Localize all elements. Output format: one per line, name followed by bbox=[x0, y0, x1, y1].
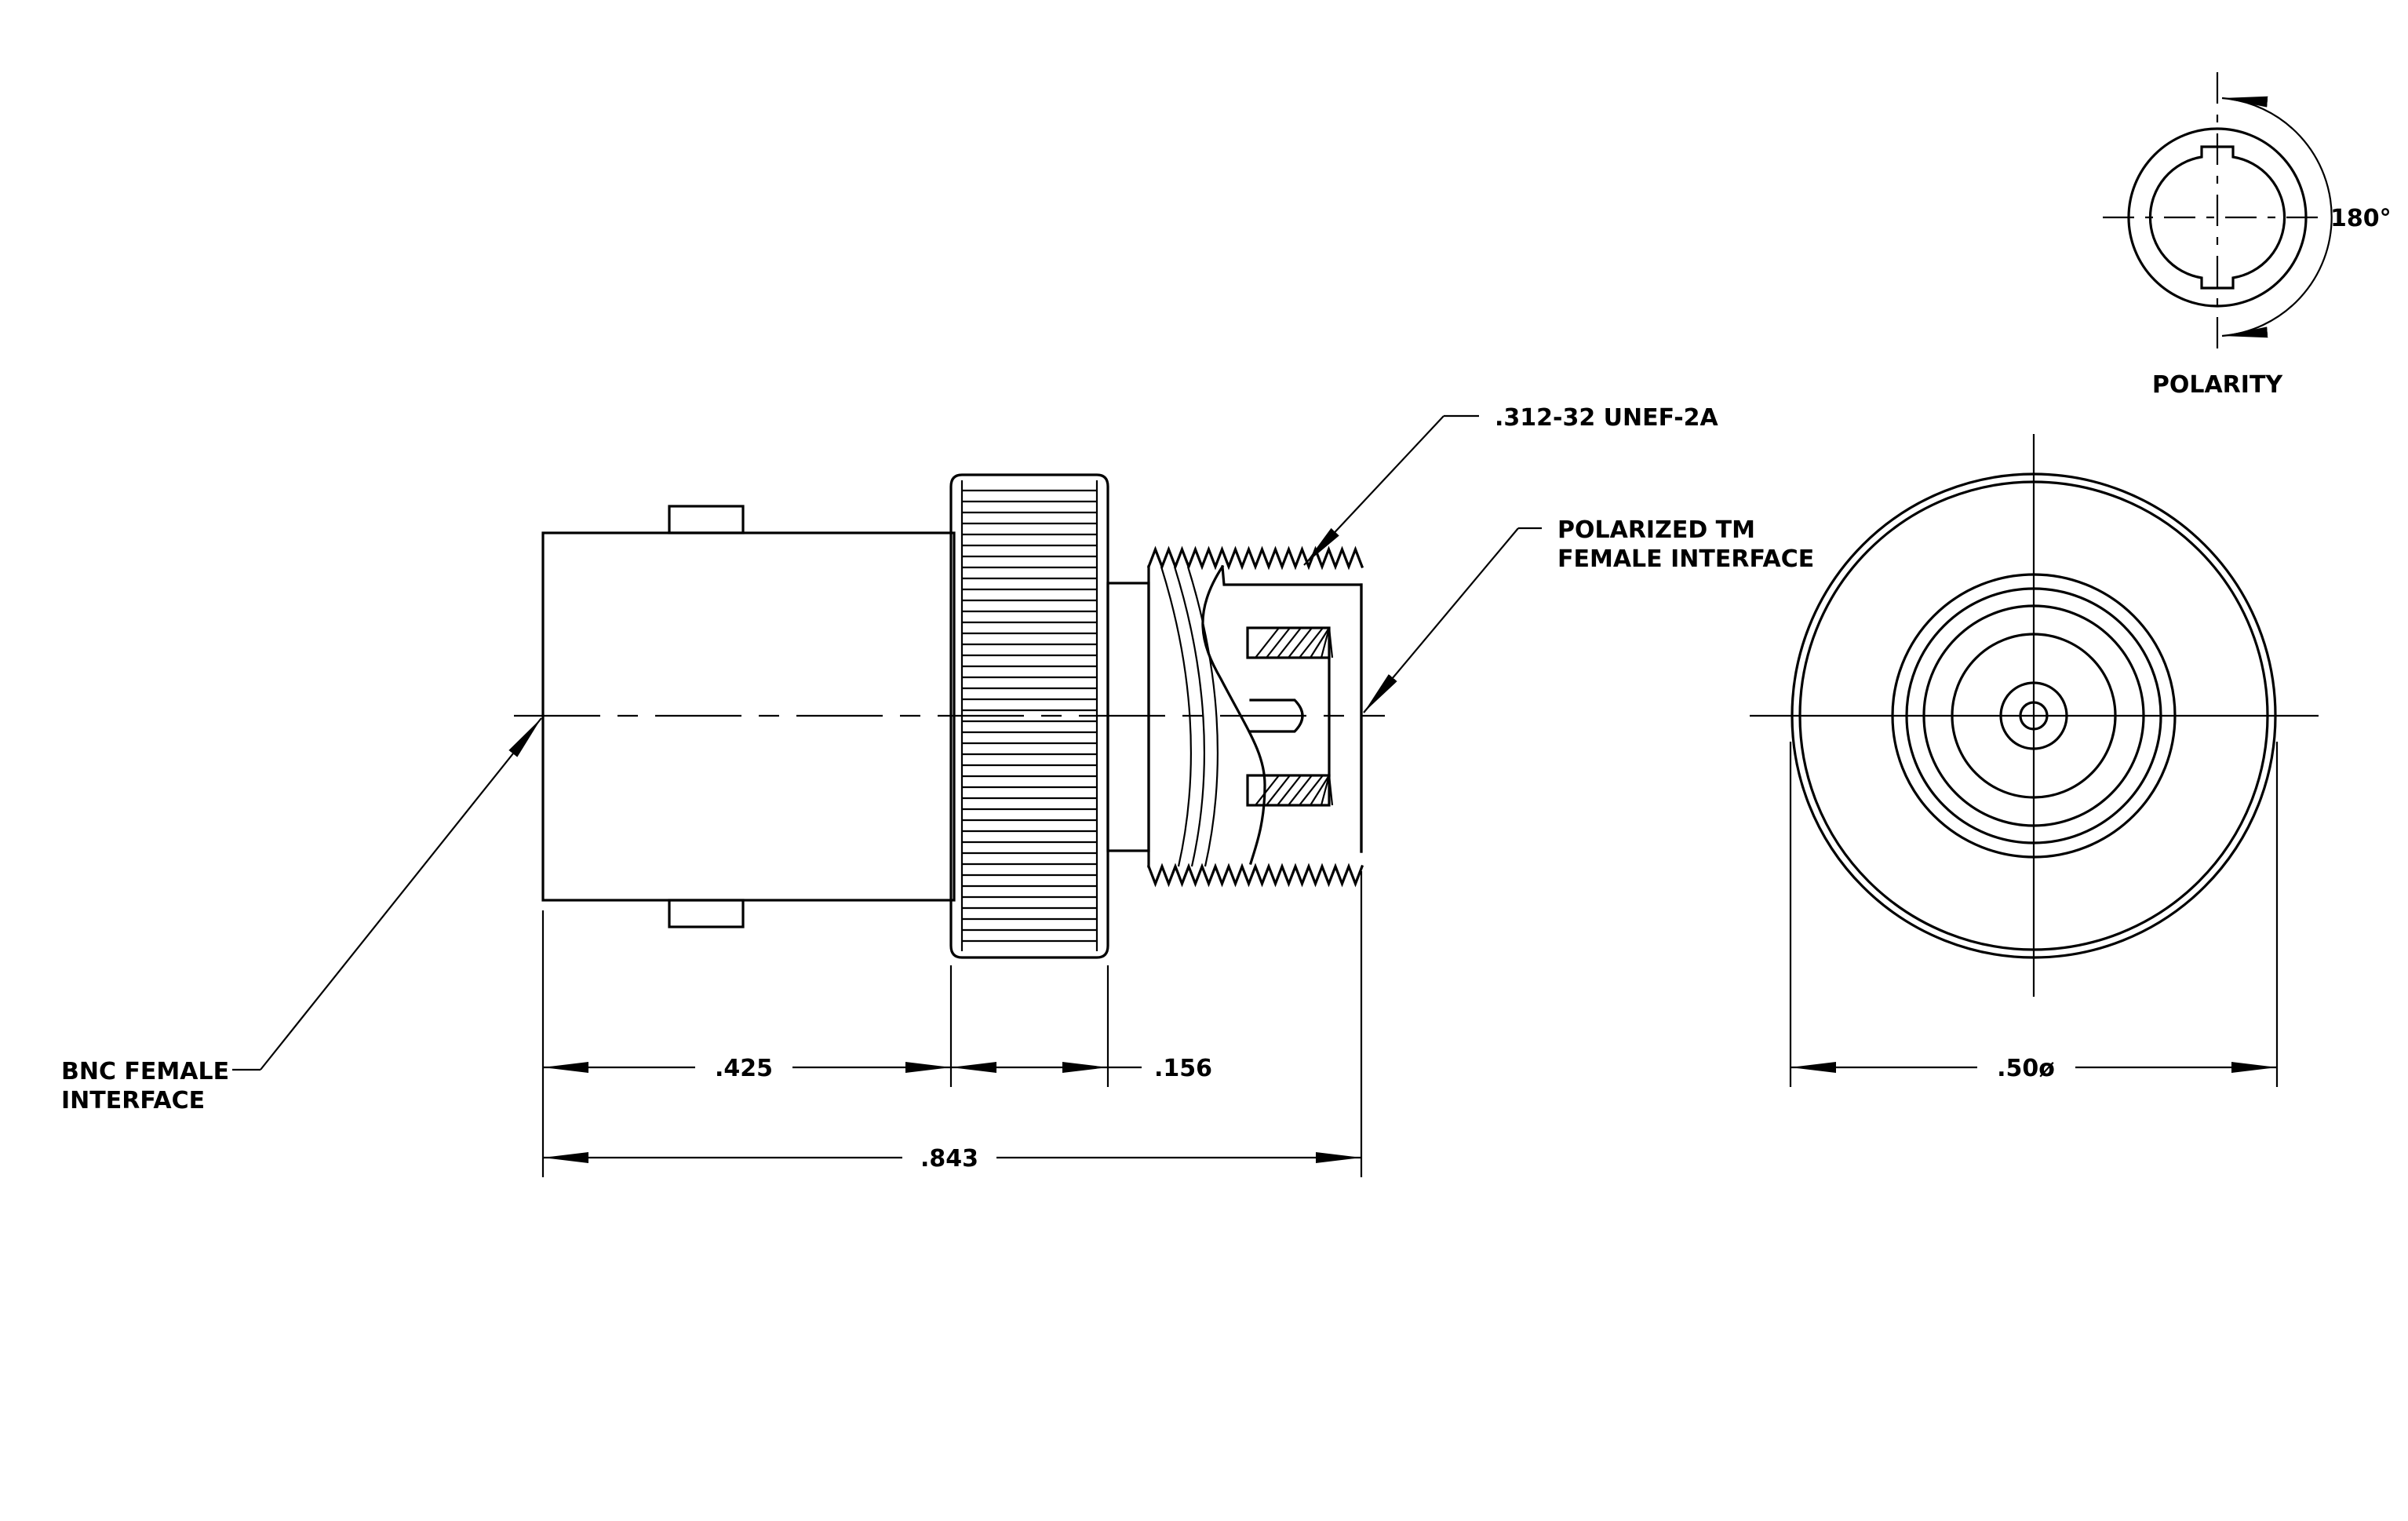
bayonet-stud-bottom bbox=[668, 899, 745, 928]
thread-callout: .312-32 UNEF-2A bbox=[1495, 404, 1719, 432]
dim-bnc-body-length: .425 bbox=[715, 1055, 773, 1082]
dim-nut-length: .156 bbox=[1154, 1055, 1212, 1082]
end-view: .50ø bbox=[1750, 434, 2319, 1087]
bayonet-stud-top bbox=[668, 505, 745, 534]
bnc-body bbox=[541, 531, 956, 902]
dim-overall-length: .843 bbox=[920, 1145, 978, 1173]
polarity-angle: 180° bbox=[2330, 205, 2392, 232]
bnc-interface-label-1: BNC FEMALE bbox=[61, 1058, 229, 1085]
polarity-view: 180° POLARITY bbox=[2103, 72, 2392, 399]
dim-diameter: .50ø bbox=[1997, 1055, 2055, 1082]
side-view: .425 .156 .843 .312-32 UNEF-2A POLARIZED… bbox=[61, 404, 1814, 1177]
knurled-nut bbox=[949, 473, 1109, 959]
bnc-interface-label-2: INTERFACE bbox=[61, 1087, 205, 1114]
polarity-label: POLARITY bbox=[2152, 371, 2284, 399]
tm-interface-label-2: FEMALE INTERFACE bbox=[1557, 545, 1814, 573]
tm-interface-label-1: POLARIZED TM bbox=[1557, 516, 1755, 544]
knurl-lines bbox=[960, 480, 1098, 951]
neck bbox=[1106, 582, 1150, 852]
